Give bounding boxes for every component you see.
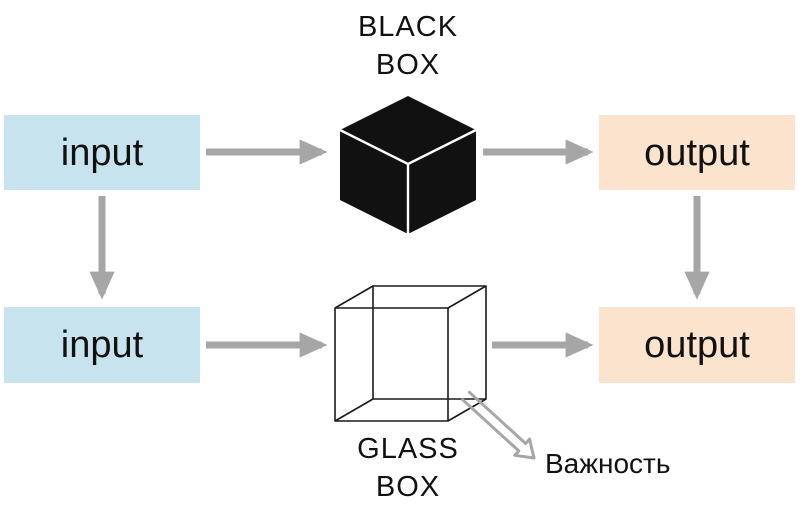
glass-box-caption: GLASS BOX — [308, 430, 508, 507]
input-box-bottom-label: input — [60, 324, 144, 366]
importance-arrow-icon — [461, 390, 536, 460]
input-box-top-label: input — [60, 131, 144, 174]
black-box-caption-line2: BOX — [375, 49, 441, 82]
glass-cube-front-face — [334, 307, 449, 422]
glass-box-caption-line2: BOX — [375, 471, 441, 504]
black-box-caption-line1: BLACK — [357, 11, 459, 43]
glass-box-caption-line1: GLASS — [357, 433, 459, 465]
glass-box-cube-icon — [334, 285, 487, 422]
black-box-cube-icon — [338, 96, 478, 236]
importance-arrow-lower-line — [461, 398, 536, 460]
glass-cube-connecting-edges — [334, 285, 487, 422]
importance-label: Важность — [545, 448, 671, 479]
glass-cube-back-face — [372, 285, 487, 400]
output-box-top: output — [599, 115, 795, 190]
output-box-bottom-label: output — [644, 324, 750, 366]
importance-arrow-upper-line — [467, 390, 536, 460]
output-box-top-label: output — [644, 131, 750, 174]
output-box-bottom: output — [599, 307, 795, 383]
input-box-top: input — [4, 115, 200, 190]
input-box-bottom: input — [4, 307, 200, 383]
black-cube-white-edges — [338, 128, 478, 236]
black-box-caption: BLACK BOX — [308, 8, 508, 85]
